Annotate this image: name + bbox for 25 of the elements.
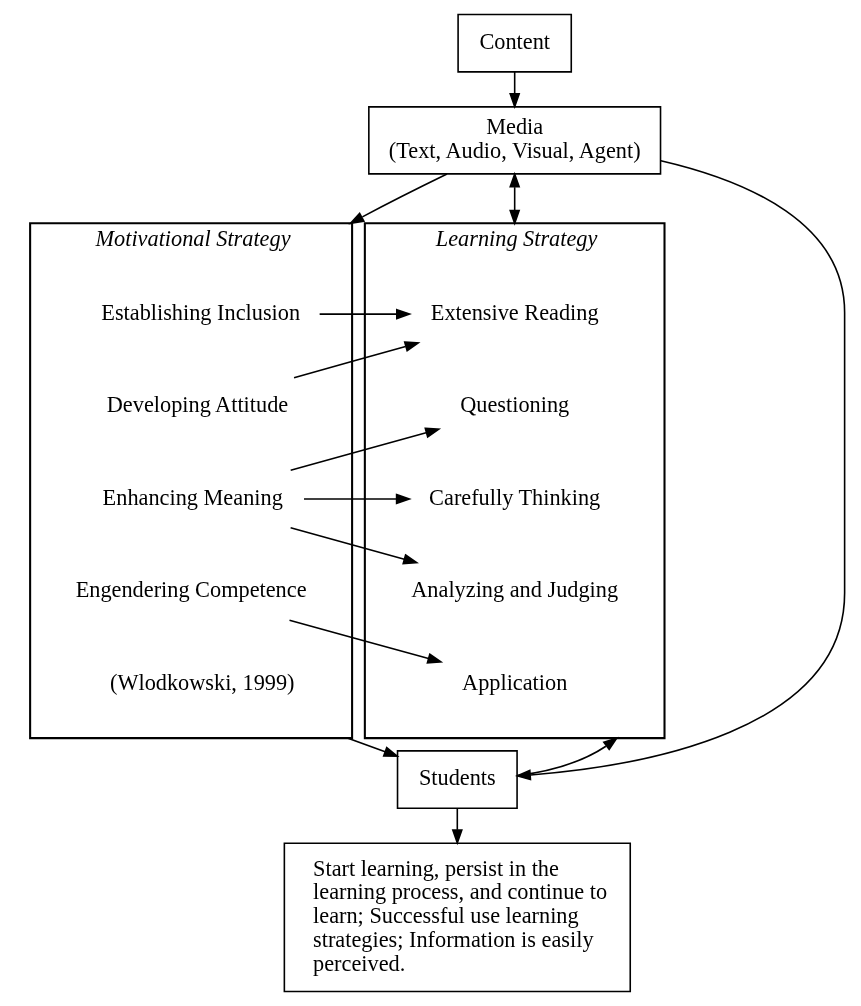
node-text: Engendering Competence [75, 577, 307, 603]
arrow [508, 171, 520, 226]
node-text: Questioning [459, 392, 569, 418]
arrow [346, 737, 399, 757]
node-box: Media (Text, Audio, Visual, Agent) [367, 106, 661, 175]
arrow [508, 71, 520, 110]
arrow [292, 341, 421, 379]
arrow [347, 173, 448, 225]
node-text: Enhancing Meaning [102, 484, 283, 510]
arrow [516, 736, 619, 777]
node-box: Students [396, 750, 518, 810]
arrow [302, 493, 412, 505]
arrow [318, 308, 412, 320]
arrow [289, 427, 441, 472]
arrow [288, 619, 443, 664]
arrow [289, 526, 419, 565]
node-box: Start learning, persist in the learning process, and continue to learn; Successful use learning strategies; Information is easily perceived. [283, 842, 631, 993]
node-text: Carefully Thinking [428, 484, 600, 510]
arrow [451, 807, 463, 846]
node-text: Analyzing and Judging [410, 577, 618, 603]
node-text: Establishing Inclusion [100, 300, 300, 326]
node-box: Content [456, 13, 572, 73]
node-text: Extensive Reading [430, 300, 599, 326]
node-text: Developing Attitude [106, 392, 288, 418]
node-text: Application [461, 669, 567, 695]
